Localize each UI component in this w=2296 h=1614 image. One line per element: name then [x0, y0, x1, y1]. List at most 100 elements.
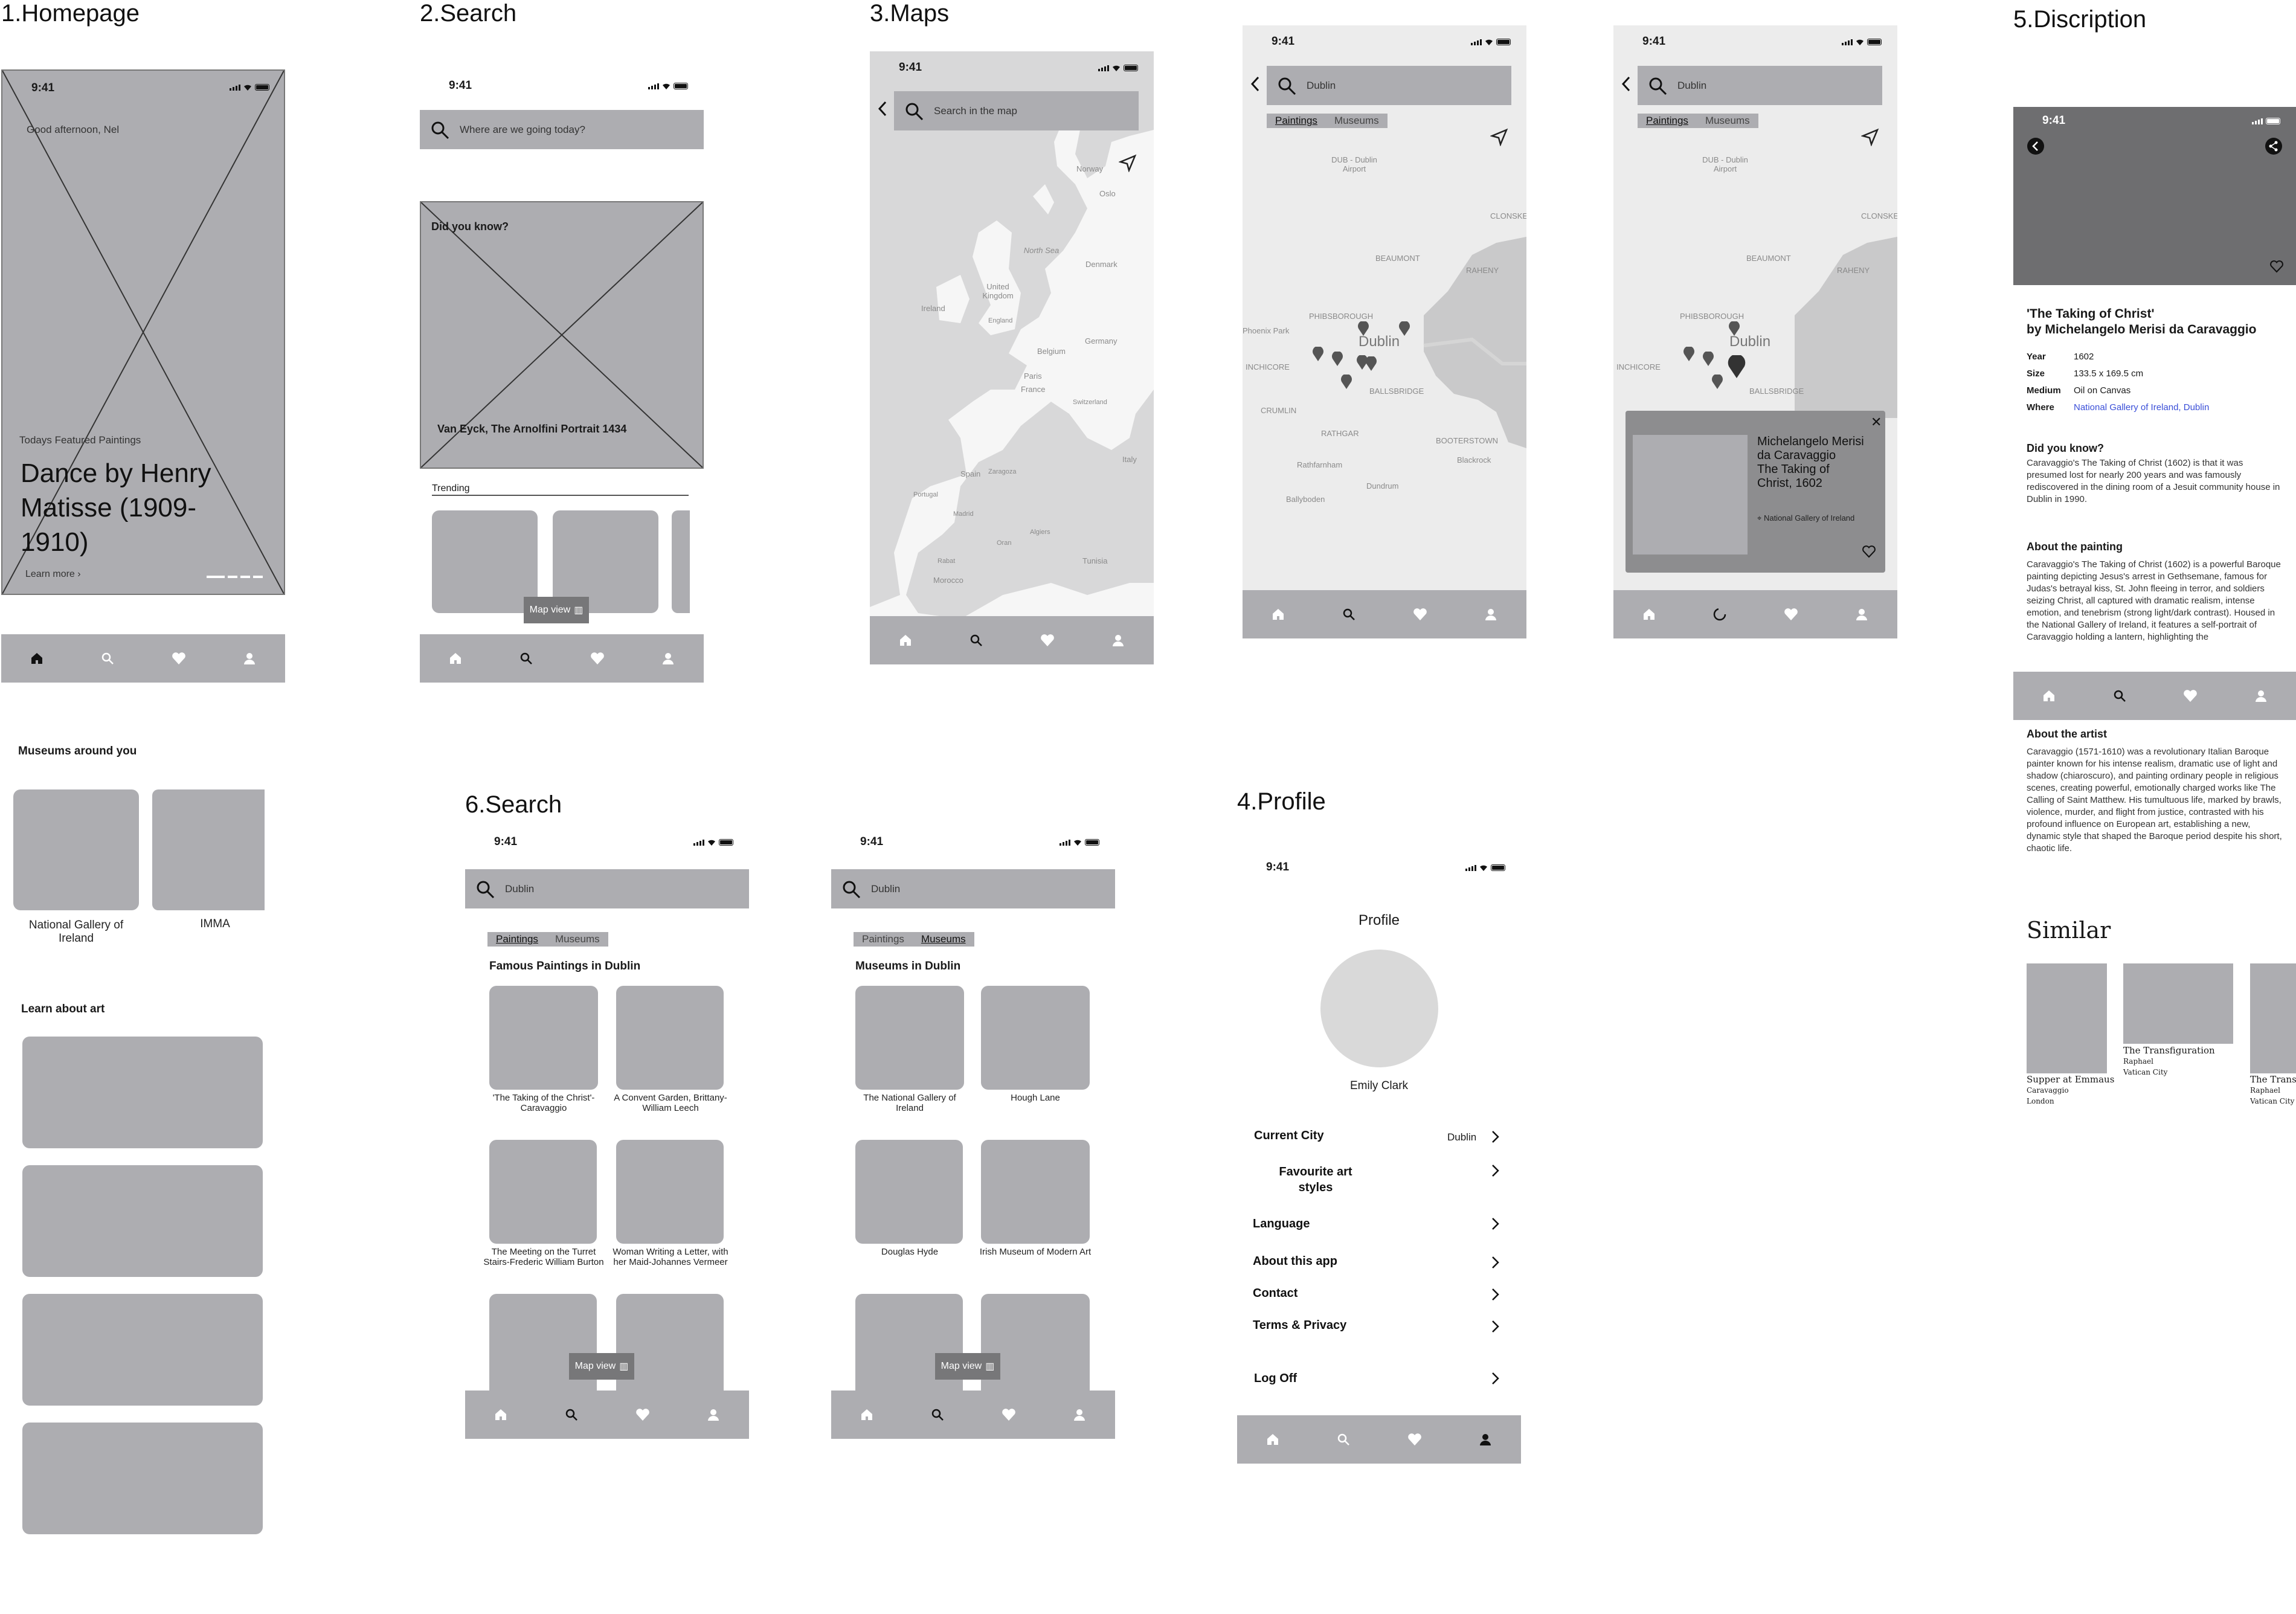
trending-card[interactable]	[553, 510, 658, 613]
heart-icon[interactable]	[1038, 631, 1056, 649]
settings-row-label[interactable]: Language	[1253, 1217, 1310, 1230]
chevron-right-icon[interactable]	[1491, 1130, 1499, 1143]
carousel-dots[interactable]	[207, 576, 263, 578]
search-input[interactable]: Where are we going today?	[420, 110, 704, 149]
close-icon[interactable]: ✕	[1871, 414, 1882, 429]
map-view-button[interactable]: Map view▥	[524, 597, 589, 623]
heart-icon[interactable]	[170, 649, 188, 667]
back-icon[interactable]	[1621, 76, 1632, 92]
tab-museums[interactable]: Museums	[555, 933, 600, 945]
similar-card-image[interactable]	[2250, 963, 2296, 1073]
heart-icon[interactable]	[2181, 687, 2199, 705]
tab-museums[interactable]: Museums	[1705, 115, 1750, 126]
painting-popup-card[interactable]: Michelangelo Merisi da Caravaggio The Ta…	[1626, 411, 1885, 573]
painting-card-image[interactable]	[489, 1294, 597, 1398]
tab-paintings[interactable]: Paintings	[862, 933, 904, 945]
heart-icon[interactable]	[1782, 605, 1800, 623]
settings-row-label[interactable]: Current City	[1254, 1129, 1324, 1142]
europe-map[interactable]	[870, 51, 1154, 664]
map-pin-icon[interactable]	[1702, 352, 1714, 366]
heart-outline-icon[interactable]	[1861, 545, 1877, 558]
settings-row-label[interactable]: Contact	[1253, 1287, 1298, 1300]
museum-card-image[interactable]	[13, 789, 139, 910]
heart-outline-icon[interactable]	[2269, 260, 2285, 273]
profile-icon[interactable]	[2252, 687, 2270, 705]
museum-card-image[interactable]	[981, 1294, 1090, 1398]
home-icon[interactable]	[492, 1406, 510, 1424]
avatar[interactable]	[1320, 950, 1438, 1067]
locate-icon[interactable]	[1861, 128, 1879, 146]
tab-paintings[interactable]: Paintings	[1275, 115, 1317, 126]
back-icon[interactable]	[2027, 137, 2045, 155]
heart-icon[interactable]	[1411, 605, 1429, 623]
chevron-right-icon[interactable]	[1491, 1256, 1499, 1269]
search-input[interactable]: Dublin	[831, 869, 1115, 908]
painting-card-image[interactable]	[489, 1140, 597, 1244]
map-pin-icon[interactable]	[1365, 356, 1377, 371]
learn-card[interactable]	[22, 1037, 263, 1148]
share-icon[interactable]	[2265, 137, 2283, 155]
profile-icon[interactable]	[704, 1406, 722, 1424]
museum-card-image[interactable]	[981, 986, 1090, 1090]
museum-card-image[interactable]	[855, 986, 964, 1090]
profile-icon[interactable]	[1476, 1430, 1494, 1448]
search-icon[interactable]	[517, 649, 535, 667]
settings-row-label[interactable]: Favourite art styles	[1279, 1165, 1352, 1194]
map-pin-selected-icon[interactable]	[1727, 355, 1746, 378]
chevron-right-icon[interactable]	[1491, 1164, 1499, 1177]
map-pin-icon[interactable]	[1357, 321, 1369, 336]
did-you-know-image[interactable]	[420, 201, 704, 469]
tab-museums[interactable]: Museums	[921, 933, 966, 945]
search-input[interactable]: Dublin	[465, 869, 749, 908]
learn-card[interactable]	[22, 1423, 263, 1534]
home-icon[interactable]	[446, 649, 465, 667]
map-view-button[interactable]: Map view▥	[569, 1353, 634, 1380]
search-icon[interactable]	[2111, 687, 2129, 705]
settings-row-label[interactable]: About this app	[1253, 1255, 1337, 1268]
painting-card-image[interactable]	[489, 986, 598, 1090]
profile-icon[interactable]	[1070, 1406, 1089, 1424]
heart-icon[interactable]	[1406, 1430, 1424, 1448]
learn-card[interactable]	[22, 1294, 263, 1406]
museum-card-image[interactable]	[855, 1140, 963, 1244]
trending-card[interactable]	[672, 510, 690, 613]
map-pin-icon[interactable]	[1398, 321, 1410, 336]
museum-link[interactable]: National Gallery of Ireland, Dublin	[2074, 402, 2210, 413]
map-search-input[interactable]: Dublin	[1638, 66, 1882, 105]
search-icon[interactable]	[967, 631, 985, 649]
home-icon[interactable]	[858, 1406, 876, 1424]
map-search-input[interactable]: Search in the map	[894, 91, 1139, 130]
home-icon[interactable]	[28, 649, 46, 667]
trending-card[interactable]	[432, 510, 538, 613]
map-pin-icon[interactable]	[1331, 352, 1343, 366]
search-icon[interactable]	[1340, 605, 1358, 623]
similar-card-image[interactable]	[2027, 963, 2107, 1073]
map-view-button[interactable]: Map view▥	[935, 1353, 1000, 1380]
search-icon[interactable]	[928, 1406, 947, 1424]
back-icon[interactable]	[877, 101, 888, 117]
profile-icon[interactable]	[1482, 605, 1500, 623]
map-pin-icon[interactable]	[1356, 355, 1368, 370]
museum-card-image[interactable]	[855, 1294, 963, 1398]
map-pin-icon[interactable]	[1728, 321, 1740, 336]
search-icon[interactable]	[1334, 1430, 1352, 1448]
back-icon[interactable]	[1250, 76, 1261, 92]
learn-card[interactable]	[22, 1165, 263, 1277]
home-icon[interactable]	[1640, 605, 1658, 623]
heart-icon[interactable]	[634, 1406, 652, 1424]
chevron-right-icon[interactable]	[1491, 1217, 1499, 1230]
tab-museums[interactable]: Museums	[1334, 115, 1379, 126]
tab-paintings[interactable]: Paintings	[1646, 115, 1688, 126]
museum-card-image[interactable]	[981, 1140, 1090, 1244]
heart-icon[interactable]	[1000, 1406, 1018, 1424]
map-pin-icon[interactable]	[1711, 375, 1723, 389]
profile-icon[interactable]	[659, 649, 677, 667]
search-icon[interactable]	[98, 649, 117, 667]
chevron-right-icon[interactable]	[1491, 1372, 1499, 1385]
locate-icon[interactable]	[1119, 154, 1137, 172]
chevron-right-icon[interactable]	[1491, 1288, 1499, 1301]
chevron-right-icon[interactable]	[1491, 1320, 1499, 1333]
similar-card-image[interactable]	[2123, 963, 2233, 1044]
log-off-button[interactable]: Log Off	[1254, 1372, 1298, 1385]
locate-icon[interactable]	[1490, 128, 1508, 146]
